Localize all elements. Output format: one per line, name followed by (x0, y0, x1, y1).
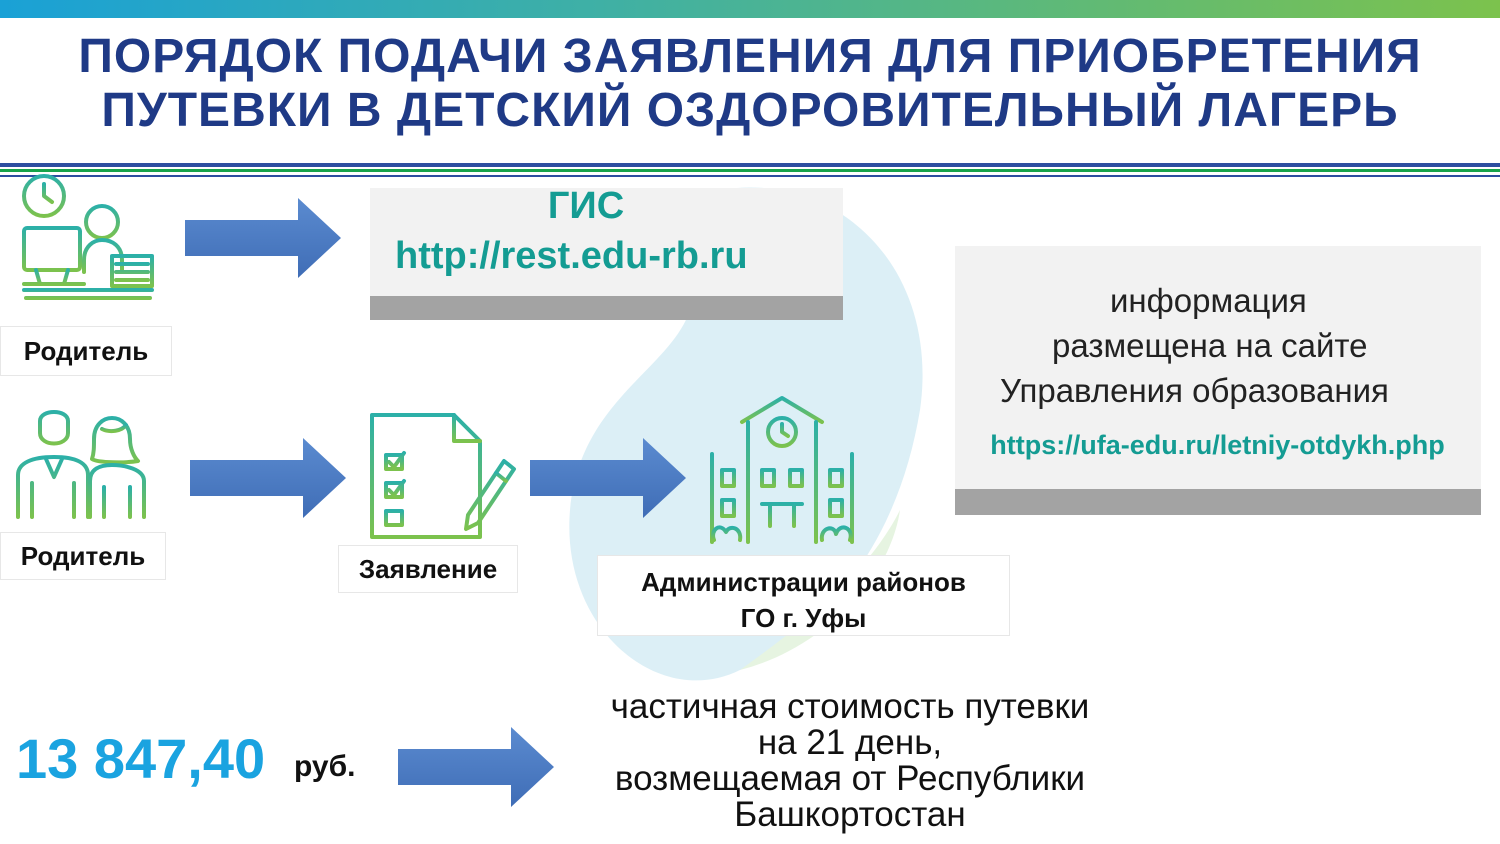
checklist-form-pencil-icon (370, 413, 516, 539)
cost-desc-line-1: частичная стоимость путевки (610, 687, 1090, 726)
cost-desc-line-4: Башкортостан (734, 795, 966, 834)
price-amount: 13 847,40 (16, 727, 266, 790)
clock-person-computer-icon (22, 174, 154, 300)
right-arrow-icon (398, 727, 554, 807)
cost-desc-line-3: возмещаемая от Республики (614, 759, 1086, 798)
parent-label-2: Родитель (0, 532, 166, 580)
info-box (955, 246, 1481, 491)
gis-url-link[interactable]: http://rest.edu-rb.ru (395, 235, 748, 277)
administration-label: Администрации районов ГО г. Уфы (597, 555, 1010, 636)
right-arrow-icon (185, 198, 341, 278)
gis-box-footer (370, 296, 843, 320)
price-currency: руб. (294, 750, 356, 783)
two-parents-icon (16, 410, 146, 519)
cost-desc-line-2: на 21 день, (757, 723, 943, 762)
info-line-2: размещена на сайте (1052, 327, 1368, 364)
info-line-1: информация (1110, 282, 1307, 319)
info-url-link[interactable]: https://ufa-edu.ru/letniy-otdykh.php (990, 430, 1445, 460)
title-divider-blue (0, 163, 1500, 167)
right-arrow-icon (190, 438, 346, 518)
right-arrow-icon (530, 438, 686, 518)
top-gradient-bar (0, 0, 1500, 18)
title-divider-green (0, 169, 1500, 172)
info-line-3: Управления образования (1000, 372, 1389, 409)
gis-title: ГИС (547, 185, 625, 227)
administration-line-1: Администрации районов (641, 567, 966, 597)
info-box-footer (955, 489, 1481, 515)
title-line-1: ПОРЯДОК ПОДАЧИ ЗАЯВЛЕНИЯ ДЛЯ ПРИОБРЕТЕНИ… (78, 30, 1422, 83)
title-line-2: ПУТЕВКИ В ДЕТСКИЙ ОЗДОРОВИТЕЛЬНЫЙ ЛАГЕРЬ (101, 84, 1399, 137)
administration-line-2: ГО г. Уфы (740, 603, 867, 633)
application-label: Заявление (338, 545, 518, 593)
parent-label-1: Родитель (0, 326, 172, 376)
page-title: ПОРЯДОК ПОДАЧИ ЗАЯВЛЕНИЯ ДЛЯ ПРИОБРЕТЕНИ… (0, 30, 1500, 138)
gis-box (370, 188, 843, 298)
administration-building-clock-icon (702, 396, 860, 544)
cost-description: частичная стоимость путевки на 21 день, … (570, 689, 1130, 833)
title-divider-blue-thin (0, 175, 1500, 177)
